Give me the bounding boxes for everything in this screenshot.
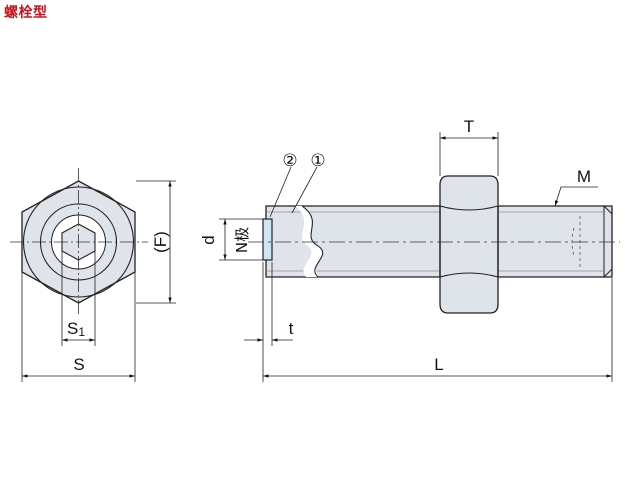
callout-1: ① <box>310 151 325 170</box>
dim-label-t-upper: T <box>464 117 474 136</box>
dim-label-s1-main: S <box>67 319 78 338</box>
bolt-shank <box>265 205 613 278</box>
side-view <box>219 132 620 382</box>
hex-nut <box>439 175 499 314</box>
dim-label-l: L <box>434 355 443 374</box>
end-view <box>10 168 176 382</box>
callout-2: ② <box>282 151 297 170</box>
magnet-cap <box>262 218 273 261</box>
page-title: 螺栓型 <box>4 5 48 21</box>
dim-label-f: (F) <box>151 231 170 253</box>
end-view-labels: (F) S1 S <box>67 231 170 374</box>
dim-label-s1: S1 <box>67 319 85 339</box>
dim-label-s1-sub: 1 <box>78 325 85 339</box>
dim-label-d: d <box>199 235 218 244</box>
dim-label-m: M <box>577 167 591 186</box>
side-view-labels: T M ② ① d N极 t L <box>199 117 591 374</box>
dim-label-t-lower: t <box>289 319 294 338</box>
dim-label-n-pole: N极 <box>233 227 251 253</box>
dim-label-s: S <box>73 355 84 374</box>
